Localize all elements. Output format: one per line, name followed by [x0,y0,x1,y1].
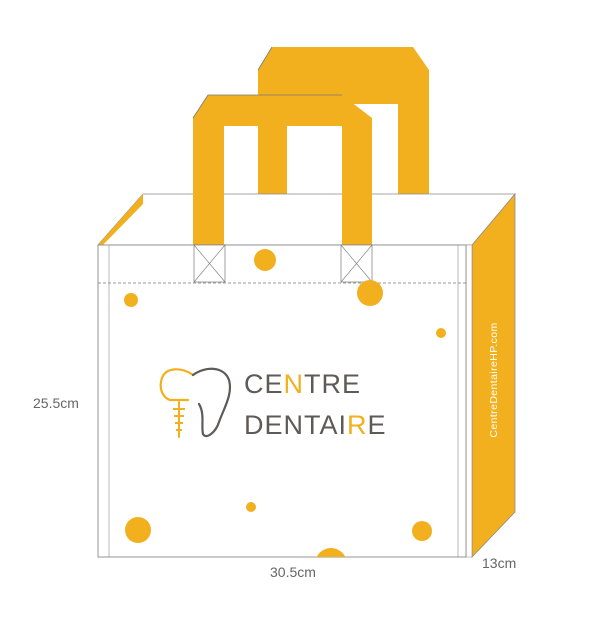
dot [254,249,276,271]
width-dimension-label: 30.5cm [270,564,316,580]
side-url-text: CentreDentaireHP.com [488,322,500,437]
brand-line-1-a: CE [244,369,284,399]
decorative-dots [124,249,446,557]
dot [357,280,383,306]
dot [125,517,151,543]
bag-back-rim [97,193,516,250]
dot [412,521,432,541]
dot [124,293,138,307]
brand-line-2-a: DENTAI [244,410,347,440]
bag-front-panel [97,244,467,558]
brand-line-2-c: E [368,410,387,440]
bag-side-panel: CentreDentaireHP.com [465,192,516,558]
depth-dimension-label: 13cm [482,555,516,571]
dot [316,548,346,557]
tooth-implant-icon [159,367,232,438]
handle-attachment-front [193,244,373,283]
brand-line-2-b: R [347,410,368,440]
dot [246,502,256,512]
brand-line-2: DENTAIRE [244,410,387,440]
brand-line-1-b: N [284,369,305,399]
brand-line-1-c: TRE [304,369,361,399]
brand-line-1: CENTRE [244,369,361,399]
dot [436,328,446,338]
height-dimension-label: 25.5cm [33,395,79,411]
brand-name: CENTRE DENTAIRE [244,369,387,440]
